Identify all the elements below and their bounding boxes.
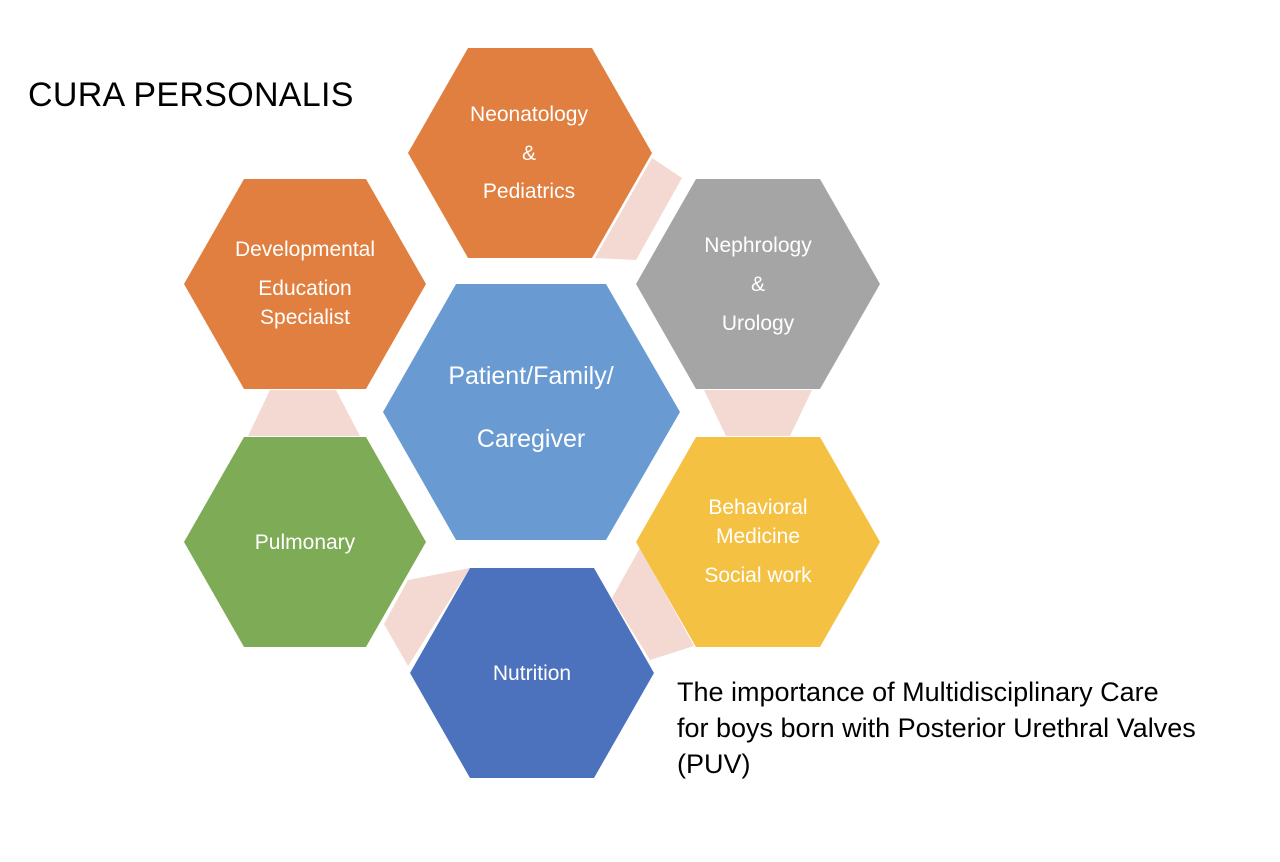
hex-label-line: Neonatology xyxy=(470,103,588,126)
hex-label-line: Caregiver xyxy=(477,425,585,453)
hex-label-line: Medicine xyxy=(716,525,800,548)
hex-label-line: Pediatrics xyxy=(483,180,575,203)
hex-neonatology-pediatrics: Neonatology & Pediatrics xyxy=(408,48,652,258)
hexagon-shape xyxy=(383,284,680,540)
hexagon-shape xyxy=(408,48,652,258)
hexagon-shape xyxy=(636,437,880,647)
hex-label-line: Nutrition xyxy=(493,662,571,685)
caption-line: for boys born with Posterior Urethral Va… xyxy=(677,713,1196,743)
hex-label-line: Social work xyxy=(704,564,812,587)
hex-label-line: Nephrology xyxy=(704,234,812,257)
caption-line: The importance of Multidisciplinary Care xyxy=(677,677,1159,707)
slide-title: CURA PERSONALIS xyxy=(28,76,354,114)
hexagon-shape xyxy=(410,568,654,778)
hex-label-line: & xyxy=(522,142,536,165)
hexagon-shape xyxy=(184,437,426,647)
hex-developmental-education-specialist: Developmental Education Specialist xyxy=(184,179,426,389)
hex-label-line: Specialist xyxy=(260,306,350,329)
hex-behavioral-medicine-social-work: Behavioral Medicine Social work xyxy=(636,437,880,647)
hexagon-shape xyxy=(184,179,426,389)
hex-nutrition: Nutrition xyxy=(410,568,654,778)
hex-label-line: Urology xyxy=(722,312,795,335)
hex-label-line: Pulmonary xyxy=(255,531,356,554)
caption-text: The importance of Multidisciplinary Care… xyxy=(677,674,1257,782)
hex-label-line: Developmental xyxy=(235,238,375,261)
hex-label-line: Patient/Family/ xyxy=(448,362,613,390)
hex-label-line: Behavioral xyxy=(708,496,807,519)
caption-line: (PUV) xyxy=(677,749,751,779)
hexagon-shape xyxy=(636,179,880,389)
hex-label-line: Education xyxy=(258,277,351,300)
hex-patient-family-caregiver: Patient/Family/ Caregiver xyxy=(383,284,680,540)
connector-nephrology-behavioral xyxy=(704,390,812,436)
connector-pulmonary-nutrition xyxy=(384,568,470,666)
hex-nephrology-urology: Nephrology & Urology xyxy=(636,179,880,389)
connector-developmental-pulmonary xyxy=(248,390,360,436)
hex-label-line: & xyxy=(751,273,765,296)
hex-pulmonary: Pulmonary xyxy=(184,437,426,647)
connector-group xyxy=(248,158,812,666)
connector-nutrition-behavioral xyxy=(612,548,694,660)
connector-neonatology-nephrology xyxy=(595,158,682,260)
